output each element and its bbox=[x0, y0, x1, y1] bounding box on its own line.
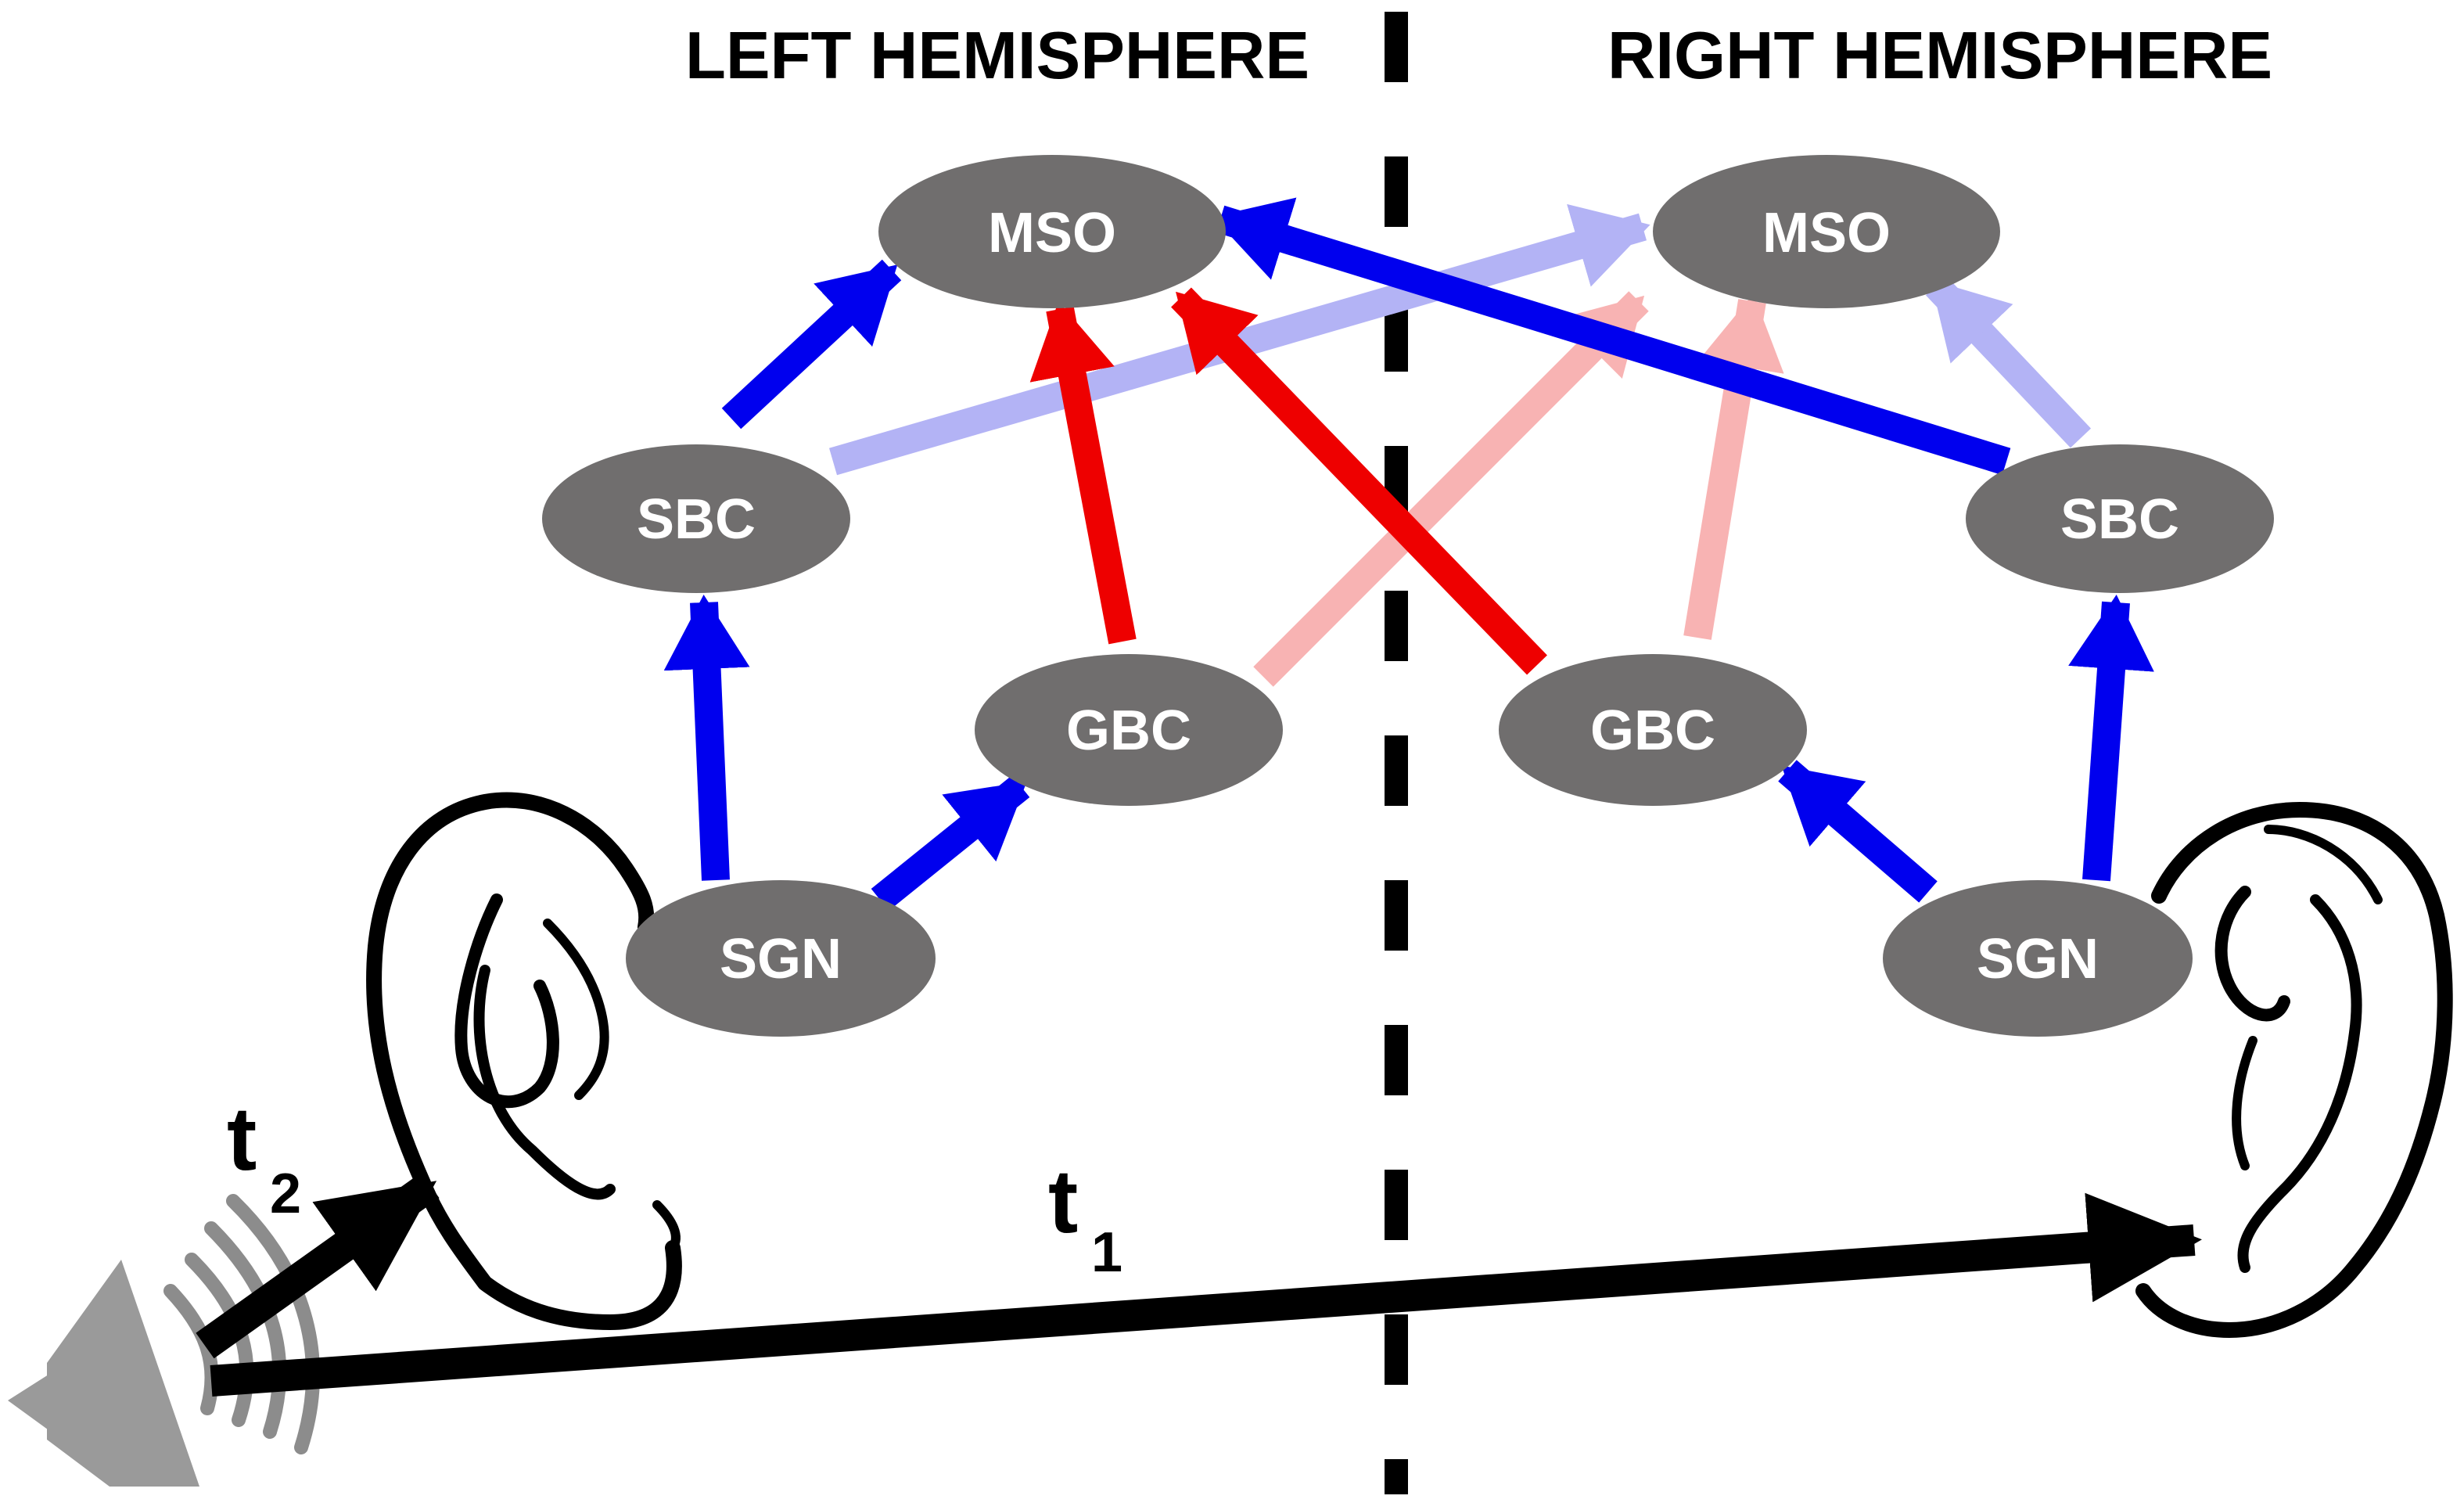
left-ear-icon bbox=[366, 792, 682, 1330]
right-hemisphere-header: RIGHT HEMISPHERE bbox=[1607, 19, 2272, 93]
left-gbc-label: GBC bbox=[1066, 699, 1191, 762]
left-sbc-label: SBC bbox=[637, 488, 756, 551]
left-mso-label: MSO bbox=[988, 202, 1116, 264]
left-sgn-node: SGN bbox=[626, 880, 936, 1037]
arrow-right-sgn-to-right-gbc bbox=[1778, 760, 1938, 903]
right-mso-label: MSO bbox=[1762, 202, 1891, 264]
right-mso-node: MSO bbox=[1653, 155, 2000, 308]
right-sgn-label: SGN bbox=[1977, 928, 2099, 990]
right-sbc-node: SBC bbox=[1966, 444, 2274, 593]
arrow-left-sgn-to-left-sbc bbox=[663, 595, 750, 881]
right-sgn-node: SGN bbox=[1883, 880, 2193, 1037]
t2-path-arrow bbox=[196, 1172, 440, 1359]
arrow-right-sbc-to-left-mso bbox=[1212, 197, 2011, 476]
right-gbc-node: GBC bbox=[1499, 654, 1807, 806]
arrow-right-sbc-to-right-mso bbox=[1925, 275, 2092, 448]
left-gbc-node: GBC bbox=[975, 654, 1283, 806]
left-sbc-node: SBC bbox=[542, 444, 850, 593]
arrow-left-sgn-to-left-gbc bbox=[871, 775, 1030, 911]
t1-label-sub: 1 bbox=[1091, 1221, 1122, 1284]
arrow-right-gbc-to-left-mso bbox=[1171, 287, 1547, 675]
t2-label-main: t bbox=[227, 1089, 257, 1189]
arrow-left-sbc-to-left-mso bbox=[721, 259, 902, 430]
t2-label: t 2 bbox=[227, 1089, 301, 1225]
t1-label: t 1 bbox=[1048, 1152, 1122, 1284]
right-sbc-label: SBC bbox=[2060, 488, 2179, 551]
left-sgn-label: SGN bbox=[720, 928, 842, 990]
arrow-left-gbc-to-left-mso bbox=[1029, 301, 1137, 645]
left-mso-node: MSO bbox=[878, 155, 1226, 308]
right-ear-icon bbox=[2135, 802, 2453, 1338]
left-hemisphere-header: LEFT HEMISPHERE bbox=[685, 19, 1309, 93]
t2-label-sub: 2 bbox=[270, 1163, 301, 1225]
right-gbc-label: GBC bbox=[1590, 699, 1715, 762]
arrow-right-gbc-to-right-mso bbox=[1683, 293, 1784, 640]
arrow-right-sgn-to-right-sbc bbox=[2068, 595, 2154, 882]
arrow-left-gbc-to-right-mso bbox=[1253, 291, 1649, 687]
t1-label-main: t bbox=[1048, 1152, 1078, 1252]
t1-path-arrow bbox=[210, 1192, 2202, 1397]
speaker-icon bbox=[8, 1260, 199, 1487]
